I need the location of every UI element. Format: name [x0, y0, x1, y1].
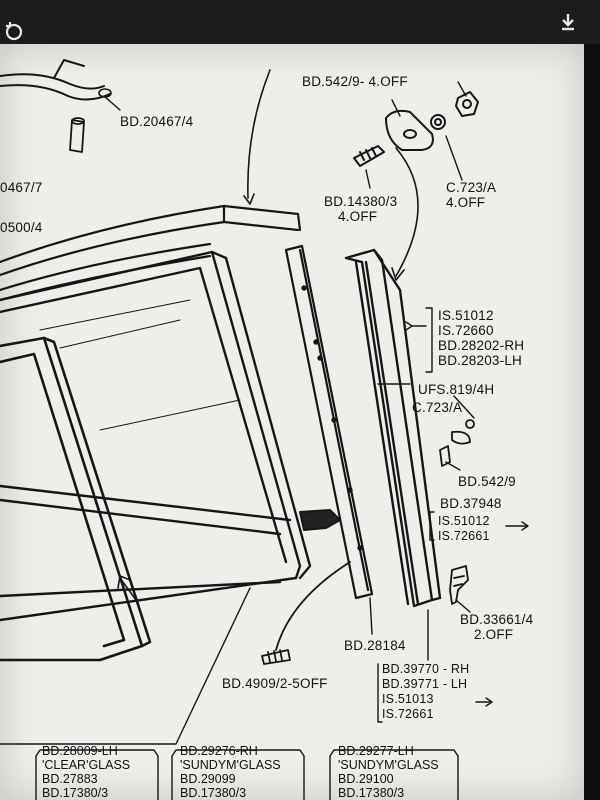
label-is51013: IS.51013	[382, 692, 434, 706]
label-bd20467-7: 0467/7	[0, 180, 43, 195]
label-c723a-top-qty: 4.OFF	[446, 195, 486, 210]
box-clear-line4: BD.17380/3	[42, 786, 109, 800]
label-bd28202: BD.28202-RH	[438, 338, 525, 353]
window-frame	[0, 250, 312, 622]
box-sundym-lh-line1: BD.29277-LH	[338, 744, 414, 758]
label-is72661-a: IS.72661	[438, 529, 490, 543]
box-sundym-lh: BD.29277-LH 'SUNDYM'GLASS BD.29100 BD.17…	[338, 744, 439, 800]
label-c723a-mid: C.723/A	[412, 400, 463, 415]
label-group-bd14380: BD.14380/3 4.OFF	[324, 194, 397, 224]
exploded-diagram	[0, 59, 529, 800]
inner-glass-frame	[0, 336, 152, 662]
box-sundym-lh-line4: BD.17380/3	[338, 786, 405, 800]
box-clear-line3: BD.27883	[42, 772, 98, 786]
label-group-c723a-top: C.723/A 4.OFF	[446, 180, 496, 210]
label-is72660: IS.72660	[438, 323, 494, 338]
lift-bracket	[299, 509, 341, 531]
box-sundym-rh-line2: 'SUNDYM'GLASS	[180, 758, 281, 772]
label-group-bd39770: BD.39770 - RH BD.39771 - LH IS.51013 IS.…	[382, 662, 469, 722]
label-bd20500-4: 0500/4	[0, 220, 43, 235]
viewer-toolbar	[0, 0, 600, 44]
box-clear-glass: BD.28009-LH 'CLEAR'GLASS BD.27883 BD.173…	[42, 744, 130, 800]
door-channel	[344, 248, 442, 608]
label-group-bd33661: BD.33661/4 2.OFF	[460, 612, 533, 642]
washer-plate	[385, 91, 479, 151]
label-bd542-9-4off: BD.542/9- 4.OFF	[302, 74, 408, 89]
leader-lines	[0, 81, 529, 745]
download-button[interactable]	[552, 6, 584, 38]
label-group-window-channel: IS.51012 IS.72660 BD.28202-RH BD.28203-L…	[438, 308, 524, 368]
parts-catalogue-page: BD.542/9- 4.OFF BD.20467/4 0467/7 0500/4…	[0, 44, 584, 800]
inner-frame-arrow	[117, 575, 137, 601]
rotate-icon	[5, 22, 23, 41]
box-clear-line1: BD.28009-LH	[42, 744, 118, 758]
download-arrow-icon	[562, 14, 574, 31]
label-bd28203: BD.28203-LH	[438, 353, 522, 368]
label-group-is-b: IS.51012 IS.72661	[438, 514, 490, 544]
label-bd37948: BD.37948	[440, 496, 502, 511]
leader-arrow-right	[391, 147, 419, 281]
top-channel	[0, 204, 302, 302]
box-clear-line2: 'CLEAR'GLASS	[42, 758, 131, 772]
rotate-button[interactable]	[0, 18, 28, 46]
label-c723a-top: C.723/A	[446, 180, 497, 195]
pin-part	[69, 117, 85, 153]
box-sundym-rh-line1: BD.29276-RH	[180, 744, 258, 758]
label-bd542-9-mid: BD.542/9	[458, 474, 516, 489]
box-sundym-rh-line4: BD.17380/3	[180, 786, 247, 800]
bracket-fragment	[0, 59, 112, 101]
box-sundym-lh-line2: 'SUNDYM'GLASS	[338, 758, 439, 772]
label-bd14380-3: BD.14380/3	[324, 194, 398, 209]
label-bd20467-4: BD.20467/4	[120, 114, 194, 129]
label-bd28184: BD.28184	[344, 638, 406, 653]
label-bd39771: BD.39771 - LH	[382, 677, 468, 691]
label-bd14380-3-qty: 4.OFF	[338, 209, 378, 224]
screw-part	[353, 145, 385, 167]
label-ufs819: UFS.819/4H	[418, 382, 495, 397]
label-is51012-a: IS.51012	[438, 308, 494, 323]
leader-arrow-top	[243, 69, 271, 205]
glass-panel	[39, 299, 241, 431]
screw-bd4909	[261, 561, 351, 665]
box-sundym-rh-line3: BD.29099	[180, 772, 236, 786]
page-margin	[584, 44, 600, 800]
box-sundym-rh: BD.29276-RH 'SUNDYM'GLASS BD.29099 BD.17…	[180, 744, 281, 800]
label-bd33661-qty: 2.OFF	[474, 627, 514, 642]
channel-strip	[284, 244, 374, 600]
label-bd39770: BD.39770 - RH	[382, 662, 470, 676]
bottom-brackets	[35, 749, 459, 800]
label-bd33661: BD.33661/4	[460, 612, 534, 627]
label-is51012-b: IS.51012	[438, 514, 490, 528]
mid-hardware	[439, 419, 475, 605]
label-bd4909: BD.4909/2-5OFF	[222, 676, 328, 691]
label-is72661-b: IS.72661	[382, 707, 434, 721]
box-sundym-lh-line3: BD.29100	[338, 772, 394, 786]
